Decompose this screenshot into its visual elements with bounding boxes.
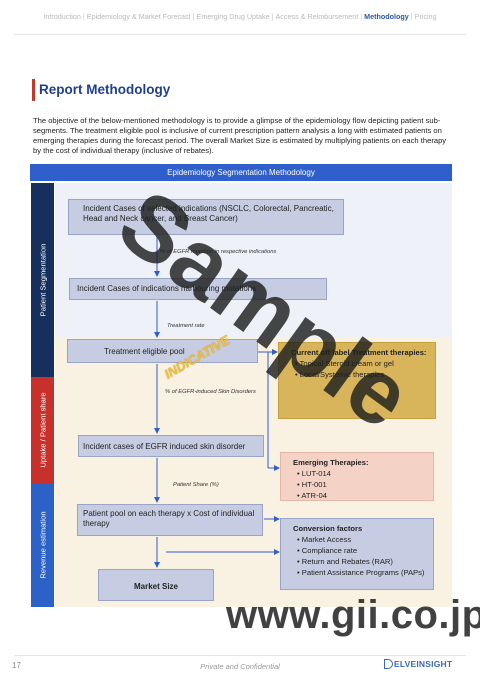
patient-pool-box: Patient pool on each therapy x Cost of i… xyxy=(77,504,263,536)
emerging-heading: Emerging Therapies: xyxy=(293,458,369,467)
logo-text: ELVEINSIGHT xyxy=(394,659,453,669)
egfr-skin-box: Incident cases of EGFR induced skin diso… xyxy=(78,435,264,457)
conversion-item: • Compliance rate xyxy=(297,546,358,555)
bottom-divider xyxy=(14,655,466,656)
title-accent-bar xyxy=(32,79,35,101)
section-nav: Introduction|Epidemiology & Market Forec… xyxy=(0,12,480,21)
segmentation-header: Epidemiology Segmentation Methodology xyxy=(30,164,452,181)
band-patient-segmentation: Patient Segmentation xyxy=(31,183,54,377)
current-treatment-heading: Current off label Treatment therapies: xyxy=(291,348,427,357)
note-egfr-mutation: % of EGFR mutation in respective indicat… xyxy=(160,249,277,255)
nav-epidemiology[interactable]: Epidemiology & Market Forecast xyxy=(86,12,191,21)
incident-mutations-box: Incident Cases of indications harbouring… xyxy=(69,278,327,300)
note-treatment-rate: Treatment rate xyxy=(167,323,205,329)
conversion-item: • Return and Rebates (RAR) xyxy=(297,557,393,566)
incident-cases-box: Incident Cases of selected indications (… xyxy=(68,199,344,235)
nav-emerging-drug[interactable]: Emerging Drug Uptake xyxy=(196,12,270,21)
band-revenue: Revenue estimation xyxy=(31,483,54,607)
url-watermark: www.gii.co.jp xyxy=(226,593,480,637)
nav-separator: | xyxy=(410,12,413,21)
top-divider xyxy=(14,34,466,35)
treatment-eligible-box: Treatment eligible pool xyxy=(67,339,258,363)
nav-separator: | xyxy=(82,12,85,21)
nav-methodology[interactable]: Methodology xyxy=(364,12,409,21)
emerging-item: • ATR-04 xyxy=(297,491,327,500)
conversion-factors-box: Conversion factors • Market Access • Com… xyxy=(280,518,434,590)
band-uptake: Uptake / Patient share xyxy=(31,377,54,483)
emerging-item: • LUT-014 xyxy=(297,469,331,478)
nav-separator: | xyxy=(192,12,195,21)
current-treatment-box: Current off label Treatment therapies: •… xyxy=(278,342,436,419)
market-size-box: Market Size xyxy=(98,569,214,601)
nav-separator: | xyxy=(360,12,363,21)
nav-introduction[interactable]: Introduction xyxy=(43,12,81,21)
page-title: Report Methodology xyxy=(39,82,171,97)
footer-confidential: Private and Confidential xyxy=(200,662,280,671)
current-treatment-item: • Topical Steroid cream or gel xyxy=(295,359,394,368)
page-number: 17 xyxy=(12,661,21,670)
conversion-item: • Market Access xyxy=(297,535,352,544)
note-egfr-skin: % of EGFR-induced Skin Disorders xyxy=(165,389,256,395)
note-patient-share: Patient Share (%) xyxy=(173,482,219,488)
delveinsight-logo: ELVEINSIGHT xyxy=(384,659,452,669)
emerging-therapies-box: Emerging Therapies: • LUT-014 • HT-001 •… xyxy=(280,452,434,501)
conversion-item: • Patient Assistance Programs (PAPs) xyxy=(297,568,425,577)
current-treatment-item: • Local/Systemic therapies xyxy=(295,370,385,379)
logo-d-icon xyxy=(384,659,393,669)
conversion-heading: Conversion factors xyxy=(293,524,363,533)
emerging-item: • HT-001 xyxy=(297,480,327,489)
nav-access[interactable]: Access & Reimbursement xyxy=(275,12,359,21)
intro-paragraph: The objective of the below-mentioned met… xyxy=(33,116,447,155)
nav-pricing[interactable]: Pricing xyxy=(414,12,437,21)
nav-separator: | xyxy=(271,12,274,21)
